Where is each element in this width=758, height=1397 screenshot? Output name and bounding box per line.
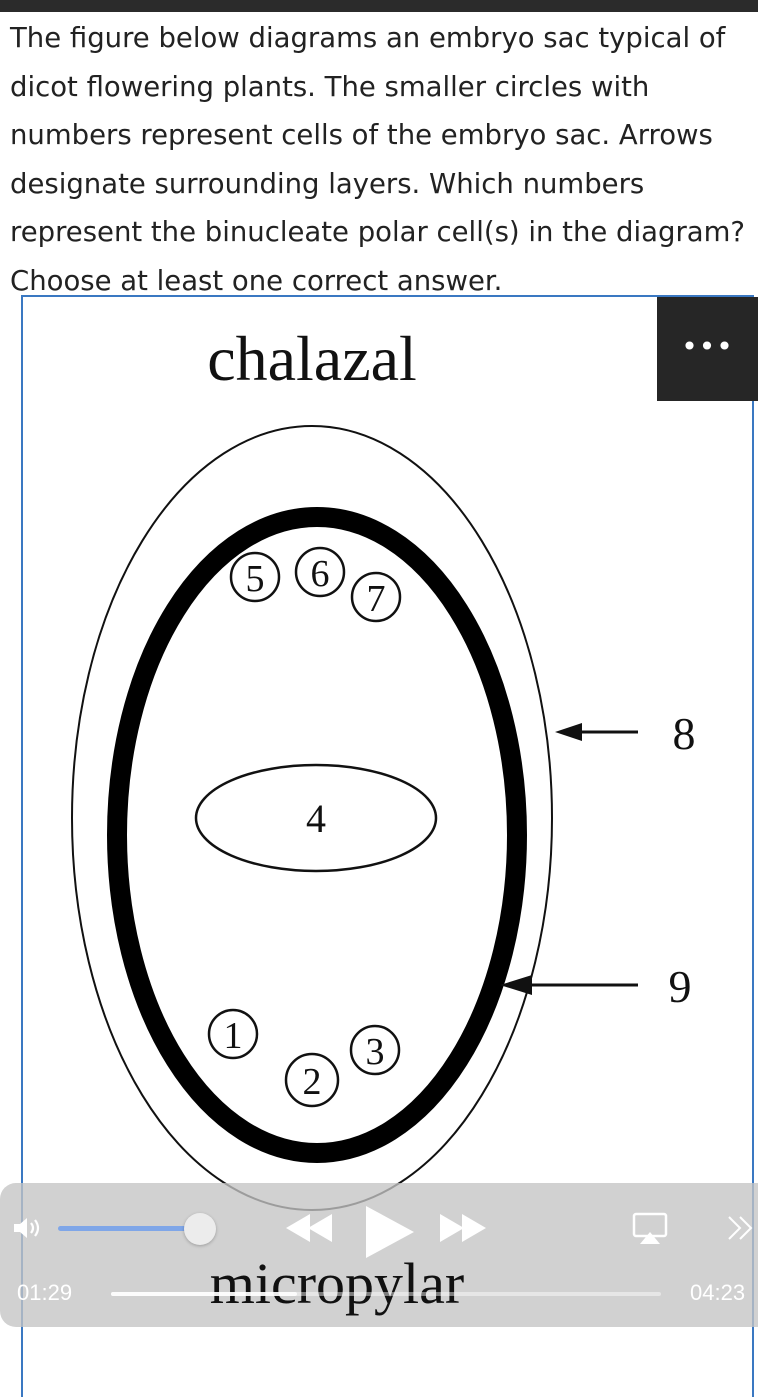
question-line: dicot flowering plants. The smaller circ… bbox=[10, 70, 650, 103]
rewind-icon[interactable] bbox=[284, 1212, 334, 1248]
cell-6-label: 6 bbox=[311, 553, 330, 595]
cell-2-label: 2 bbox=[303, 1061, 322, 1103]
status-bar bbox=[0, 0, 758, 12]
cell-1-label: 1 bbox=[224, 1015, 243, 1057]
cell-7-label: 7 bbox=[367, 578, 386, 620]
expand-chevron-icon[interactable] bbox=[726, 1214, 758, 1246]
cell-4-label: 4 bbox=[306, 796, 326, 841]
arrow-9: 9 bbox=[500, 961, 692, 1012]
fast-forward-icon[interactable] bbox=[438, 1212, 488, 1248]
cell-3-label: 3 bbox=[366, 1031, 385, 1073]
arrow-8-label: 8 bbox=[673, 708, 696, 759]
volume-slider-handle[interactable] bbox=[184, 1213, 216, 1245]
video-player-controls bbox=[0, 1183, 758, 1327]
cell-1: 1 bbox=[207, 1008, 259, 1060]
arrow-8: 8 bbox=[555, 708, 696, 759]
playback-scrubber[interactable] bbox=[111, 1292, 661, 1296]
playback-progress bbox=[111, 1292, 297, 1296]
volume-icon[interactable] bbox=[12, 1214, 52, 1246]
question-line: numbers represent cells of the embryo sa… bbox=[10, 119, 713, 151]
cell-5-label: 5 bbox=[246, 558, 265, 600]
cell-3: 3 bbox=[349, 1024, 401, 1076]
cell-2: 2 bbox=[284, 1052, 340, 1108]
chalazal-label: chalazal bbox=[207, 323, 417, 394]
question-line: designate surrounding layers. Which numb… bbox=[10, 167, 645, 200]
arrow-9-label: 9 bbox=[669, 961, 692, 1012]
volume-slider[interactable] bbox=[58, 1226, 200, 1231]
question-line: Choose at least one correct answer. bbox=[10, 264, 503, 297]
figure-frame bbox=[21, 295, 754, 1397]
cell-4: 4 bbox=[194, 763, 438, 873]
airplay-icon[interactable] bbox=[632, 1212, 668, 1250]
play-icon[interactable] bbox=[364, 1204, 416, 1264]
duration-time: 04:23 bbox=[690, 1280, 746, 1305]
cell-6: 6 bbox=[294, 546, 346, 598]
cell-5: 5 bbox=[229, 551, 281, 603]
more-options-button[interactable]: ••• bbox=[657, 297, 758, 401]
question-line: The figure below diagrams an embryo sac … bbox=[10, 22, 726, 54]
embryo-sac-wall bbox=[107, 507, 527, 1163]
current-time: 01:29 bbox=[17, 1280, 73, 1305]
cell-7: 7 bbox=[350, 571, 402, 623]
question-line: represent the binucleate polar cell(s) i… bbox=[10, 216, 745, 248]
question-text: The figure below diagrams an embryo sac … bbox=[10, 14, 758, 305]
